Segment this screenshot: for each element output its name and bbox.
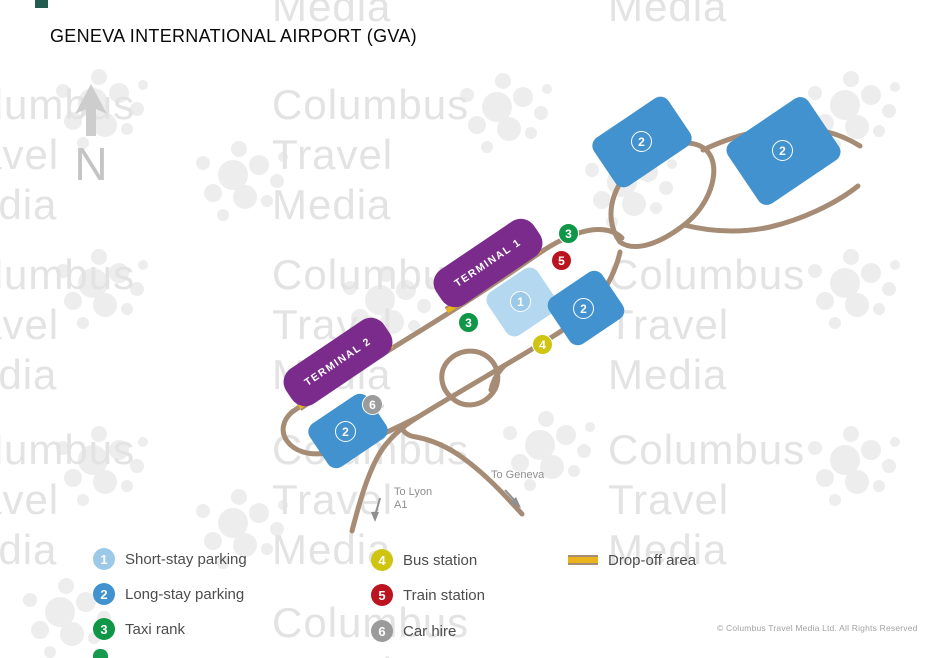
watermark-text: Columbus Travel Media (272, 598, 469, 658)
direction-arrows (371, 489, 521, 522)
legend-badge-taxi-rank: 3 (93, 618, 115, 640)
watermark-line: Media (272, 0, 392, 30)
watermark-line: Travel (608, 476, 730, 523)
watermark-line: Columbus (608, 251, 806, 298)
legend-item-short-stay: 1 Short-stay parking (93, 547, 247, 571)
badge-long-stay-parking: 2 (335, 421, 356, 442)
legend-label-drop-off: Drop-off area (608, 551, 697, 569)
legend-label-taxi-rank: Taxi rank (125, 620, 186, 638)
legend-badge-train-station: 5 (371, 584, 393, 606)
legend-item-bus-station: 4 Bus station (371, 548, 477, 572)
watermark-line: Travel (272, 131, 394, 178)
arrowhead-to-lyon (371, 512, 379, 522)
badge-long-stay-parking: 2 (772, 140, 793, 161)
badge-long-stay-parking: 2 (573, 298, 594, 319)
legend-badge-bus-station: 4 (371, 549, 393, 571)
legend-label-bus-station: Bus station (403, 551, 478, 569)
legend-label-long-stay: Long-stay parking (125, 585, 245, 603)
watermark-text: Columbus Travel Media (0, 250, 135, 400)
direction-to-geneva: To Geneva (491, 469, 545, 481)
road-northeast-lower (681, 183, 861, 234)
watermark-line: Columbus (272, 599, 470, 646)
legend-item-car-hire: 6 Car hire (371, 619, 456, 643)
legend-item-long-stay: 2 Long-stay parking (93, 582, 244, 606)
copyright-notice: © Columbus Travel Media Ltd. All Rights … (717, 623, 918, 633)
watermark-line: Media (272, 526, 392, 573)
watermark-line: Columbus (608, 426, 806, 473)
page-title: GENEVA INTERNATIONAL AIRPORT (GVA) (50, 26, 417, 46)
legend-label-short-stay: Short-stay parking (125, 550, 247, 568)
watermark-line: Travel (272, 648, 469, 658)
watermark-text: Columbus Travel Media (608, 425, 805, 575)
badge-taxi-rank: 3 (558, 223, 579, 244)
arrowhead-to-geneva (510, 497, 521, 508)
watermark-line: Media (0, 181, 58, 228)
watermark-line: Travel (608, 301, 730, 348)
legend-item-taxi-rank: 3 Taxi rank (93, 617, 185, 641)
watermark-line: Media (0, 526, 58, 573)
badge-bus-station: 4 (532, 334, 553, 355)
legend-item-train-station: 5 Train station (371, 583, 485, 607)
direction-to-lyon-line2: A1 (394, 499, 408, 511)
badge-train-station: 5 (551, 250, 572, 271)
watermark-line: Travel (0, 131, 60, 178)
legend-badge-short-stay: 1 (93, 548, 115, 570)
cropped-map-fragment (35, 0, 48, 8)
watermark-line: Media (608, 526, 728, 573)
north-arrow-icon (75, 84, 107, 136)
legend-label-car-hire: Car hire (403, 622, 457, 640)
watermark-line: Columbus (0, 426, 136, 473)
road-to-geneva (399, 425, 525, 517)
watermark-line: Media (608, 0, 728, 30)
watermark-text: Columbus Travel Media (0, 425, 135, 575)
road-center-loop (439, 348, 501, 408)
watermark-text: Columbus Travel Media (608, 250, 805, 400)
badge-car-hire: 6 (362, 394, 383, 415)
watermark-line: Media (272, 181, 392, 228)
watermark-text: Columbus Travel Media (608, 0, 805, 32)
badge-short-stay-parking: 1 (510, 291, 531, 312)
watermark-line: Travel (0, 301, 60, 348)
legend-badge-long-stay: 2 (93, 583, 115, 605)
legend-badge-car-hire: 6 (371, 620, 393, 642)
badge-taxi-rank: 3 (458, 312, 479, 333)
compass-north-label: N (74, 138, 108, 190)
watermark-line: Columbus (0, 251, 136, 298)
badge-long-stay-parking: 2 (631, 131, 652, 152)
watermark-line: Media (0, 351, 58, 398)
direction-to-lyon-line1: To Lyon (394, 486, 433, 498)
watermark-line: Media (608, 351, 728, 398)
legend-swatch-drop-off (568, 555, 598, 565)
watermark-text: Columbus Travel Media (272, 0, 469, 32)
watermark-line: Columbus (272, 81, 470, 128)
cropped-badge-fragment (93, 649, 108, 658)
direction-to-lyon: To Lyon A1 (394, 486, 432, 512)
watermark-line: Travel (0, 476, 60, 523)
watermark-line: Travel (272, 476, 394, 523)
north-compass: N (58, 84, 124, 190)
watermark-text: Columbus Travel Media (0, 80, 135, 230)
legend-item-drop-off: Drop-off area (568, 548, 696, 572)
road-connector (488, 362, 508, 393)
watermark-text: Columbus Travel Media (272, 80, 469, 230)
watermark-line: Columbus (0, 81, 136, 128)
legend-label-train-station: Train station (403, 586, 485, 604)
